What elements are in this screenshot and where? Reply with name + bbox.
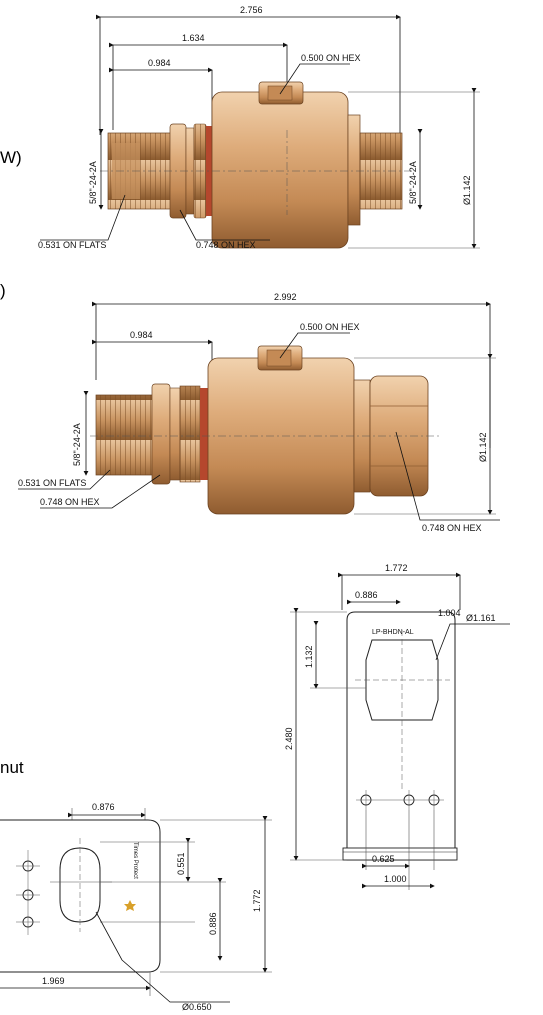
- middle-hex-right-dim: 0.748 ON HEX: [422, 523, 482, 533]
- bracket-v-hole-spacing-b: 1.000: [384, 874, 407, 884]
- top-diameter: Ø1.142: [462, 175, 472, 205]
- middle-left-length: 0.984: [130, 330, 153, 340]
- edge-label-middle: ): [0, 281, 6, 300]
- top-left-length: 0.984: [148, 58, 171, 68]
- bracket-v-center-height: 1.132: [304, 645, 314, 668]
- edge-label-top: W): [0, 148, 22, 167]
- bracket-v-part-label: LP-BHDN-AL: [372, 629, 414, 636]
- edge-label-bottom: nut: [0, 758, 24, 777]
- bracket-drawing-vertical: [290, 572, 510, 890]
- middle-hex-left-dim: 0.748 ON HEX: [40, 497, 100, 507]
- bracket-h-v-dim2: 0.886: [208, 912, 218, 935]
- middle-overall-length: 2.992: [274, 292, 297, 302]
- bracket-h-top-dim: 0.876: [92, 802, 115, 812]
- bracket-h-brand: Times Protect: [132, 842, 138, 879]
- middle-diameter: Ø1.142: [478, 432, 488, 462]
- bracket-h-length: 1.969: [42, 976, 65, 986]
- connector-drawing-middle: [18, 301, 500, 521]
- bracket-v-hole-dia: Ø1.161: [466, 613, 496, 623]
- top-thread-right: 5/8"-24-2A: [408, 161, 418, 204]
- connector-drawing-top: [40, 14, 480, 249]
- top-thread-left: 5/8"-24-2A: [88, 161, 98, 204]
- middle-thread-left: 5/8"-24-2A: [72, 423, 82, 466]
- bracket-v-half: 0.886: [355, 590, 378, 600]
- bracket-h-height: 1.772: [252, 889, 262, 912]
- top-hex-bottom-dim: 0.748 ON HEX: [196, 240, 256, 250]
- top-mid-length: 1.634: [182, 33, 205, 43]
- top-hex-dim: 0.500 ON HEX: [301, 53, 361, 63]
- bracket-v-hole-spacing-a: 0.625: [372, 854, 395, 864]
- top-overall-length: 2.756: [240, 5, 263, 15]
- middle-flats-dim: 0.531 ON FLATS: [18, 478, 86, 488]
- bracket-drawing-horizontal: [0, 808, 272, 1003]
- middle-hex-dim: 0.500 ON HEX: [300, 322, 360, 332]
- bracket-h-v-dim: 0.551: [176, 852, 186, 875]
- bracket-v-height: 2.480: [284, 727, 294, 750]
- top-flats-dim: 0.531 ON FLATS: [38, 240, 106, 250]
- bracket-h-hole-dia: Ø0.650: [182, 1002, 212, 1012]
- bracket-v-offset: 1.004: [438, 608, 461, 618]
- bracket-v-width: 1.772: [385, 563, 408, 573]
